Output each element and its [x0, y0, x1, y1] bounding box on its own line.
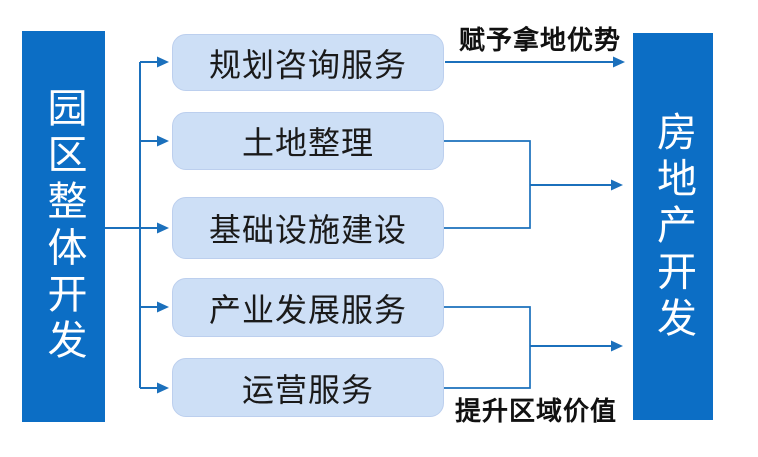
service-box-label: 运营服务: [241, 370, 374, 409]
service-box-label: 土地整理: [241, 124, 374, 162]
right-bar-real-estate-development: 房地产开发: [633, 33, 713, 420]
left-bar-park-development: 园区整体开发: [22, 31, 105, 422]
top-annotation-land-advantage: 赋予拿地优势: [459, 26, 622, 56]
bracket-industry-operation: [444, 306, 531, 389]
service-box-planning-consulting: 规划咨询服务: [172, 34, 444, 91]
service-box-operation-services: 运营服务: [172, 358, 444, 417]
service-box-industry-development: 产业发展服务: [172, 278, 444, 337]
service-box-label: 产业发展服务: [208, 290, 407, 329]
service-box-land-consolidation: 土地整理: [172, 112, 444, 170]
service-box-infrastructure-construction: 基础设施建设: [172, 197, 444, 259]
right-bar-label: 房地产开发: [650, 110, 696, 343]
left-bar-label: 园区整体开发: [40, 87, 87, 366]
bracket-land-infra: [444, 140, 531, 229]
service-box-label: 基础设施建设: [208, 211, 407, 249]
service-box-label: 规划咨询服务: [208, 45, 407, 84]
bottom-annotation-regional-value: 提升区域价值: [455, 397, 618, 427]
